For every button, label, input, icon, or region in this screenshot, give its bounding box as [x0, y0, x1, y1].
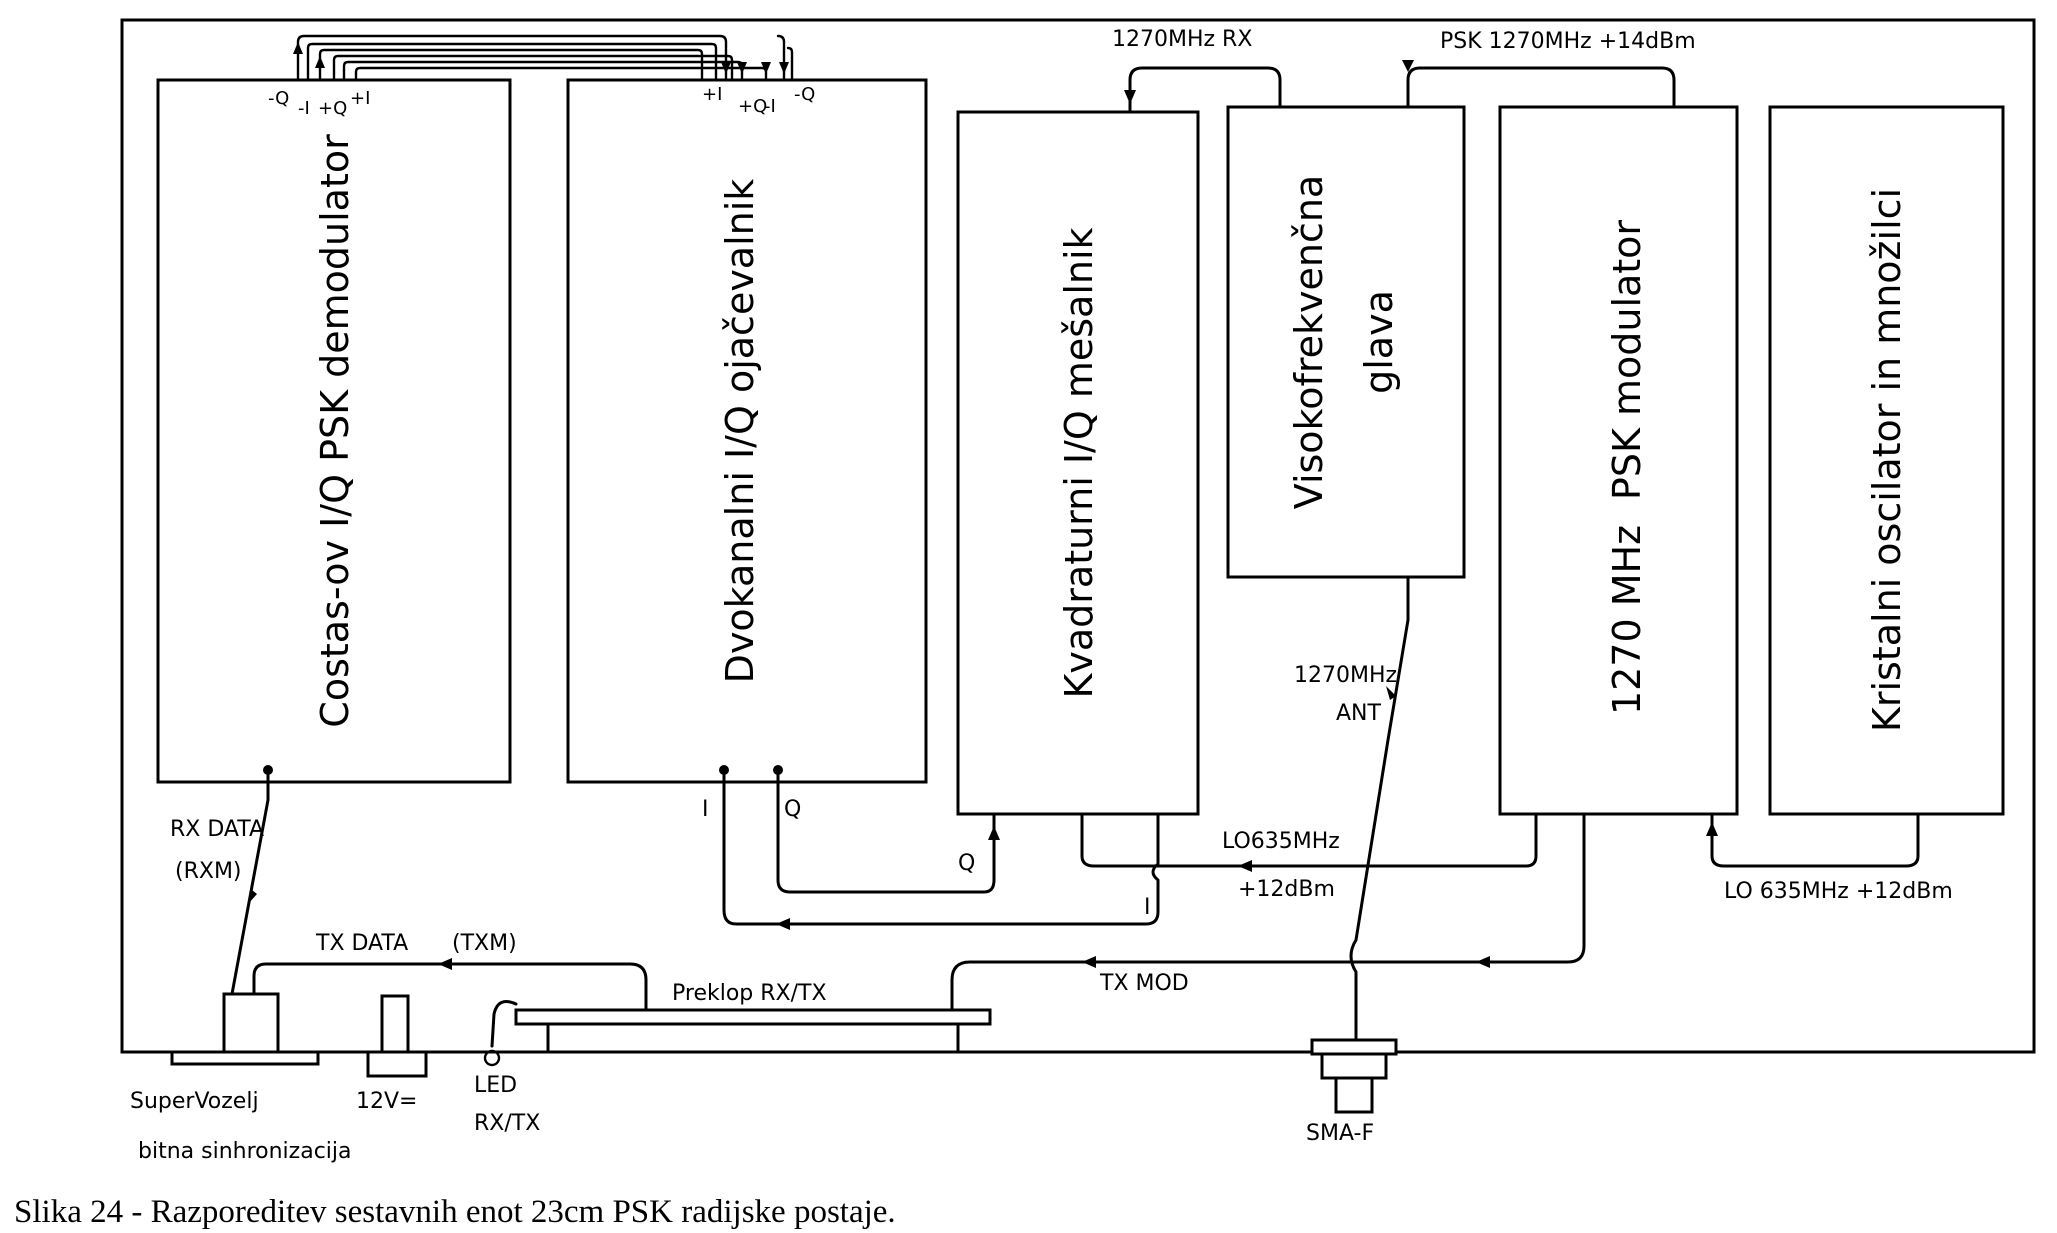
block-visokofrekvencna-glava: Visokofrekvenčna glava [1226, 105, 1466, 579]
preklop-switch-board: Preklop RX/TX [514, 981, 992, 1054]
psk1270-label: PSK 1270MHz +14dBm [1440, 29, 1696, 54]
iq-arrow-1 [721, 62, 731, 74]
kvad-q-label: Q [958, 851, 975, 876]
sma-f-connector: SMA-F [1306, 1038, 1398, 1146]
supervozelj-connector: SuperVozelj bitna sinhronizacija [130, 992, 352, 1164]
rx-data-line: RX DATA (RXM) [170, 765, 273, 996]
ant-label-1: 1270MHz [1294, 663, 1397, 688]
block-psk-mod-label-1: 1270 MHz [1605, 525, 1649, 715]
costas-pin-labels: -Q -I +Q +I [268, 88, 370, 119]
block-visoko-label-2: glava [1357, 290, 1401, 394]
lo-right-label: LO 635MHz +12dBm [1724, 879, 1953, 904]
supervozelj-label-1: SuperVozelj [130, 1089, 259, 1114]
dvokanalni-pin-labels: +I +Q -I -Q [702, 84, 815, 117]
block-dvokanalni-amplifier: Dvokanalni I/Q ojačevalnik [566, 78, 928, 784]
block-kristalni-label: Kristalni oscilator in množilci [1865, 188, 1909, 732]
block-kristalni-oscilator: Kristalni oscilator in množilci [1768, 105, 2005, 816]
dvo-pin-neg-q: -Q [794, 84, 815, 105]
rx-data-label-2: (RXM) [175, 859, 242, 884]
preklop-label: Preklop RX/TX [672, 981, 827, 1006]
supervozelj-label-2: bitna sinhronizacija [138, 1139, 352, 1164]
block-dvokanalni-label: Dvokanalni I/Q ojačevalnik [718, 179, 762, 684]
led-component: LED RX/TX [474, 1000, 540, 1136]
costas-pin-neg-q: -Q [268, 88, 289, 109]
iq-arrow-4 [779, 62, 789, 74]
block-costas-label: Costas-ov I/Q PSK demodulator [313, 134, 357, 728]
costas-pin-pos-i: +I [350, 88, 370, 109]
block-costas-demodulator: Costas-ov I/Q PSK demodulator [156, 78, 512, 784]
rx-data-label-1: RX DATA [170, 817, 264, 842]
dvo-out-q-label: Q [784, 797, 801, 822]
iq-arrow-6 [315, 56, 325, 68]
power-12v-connector: 12V= [356, 994, 428, 1114]
led-label-2: RX/TX [474, 1111, 540, 1136]
tx-data-line: TX DATA (TXM) [252, 931, 648, 1012]
iq-arrow-2 [737, 62, 747, 74]
dvo-pin-pos-i: +I [702, 84, 722, 105]
iq-arrow-3 [761, 62, 771, 74]
costas-pin-pos-q: +Q [318, 98, 347, 119]
block-psk-modulator: 1270 MHz PSK modulator [1498, 105, 1739, 816]
costas-pin-neg-i: -I [298, 98, 310, 119]
figure-caption: Slika 24 - Razporeditev sestavnih enot 2… [14, 1194, 896, 1230]
sma-label: SMA-F [1306, 1121, 1374, 1146]
lo-mid-label-1: LO635MHz [1222, 829, 1340, 854]
tx-mod-label: TX MOD [1099, 971, 1189, 996]
rx1270-link: 1270MHz RX [1112, 27, 1282, 114]
iq-arrow-5 [293, 42, 303, 54]
dvo-pin-pos-q: +Q [738, 96, 767, 117]
antenna-feed: 1270MHz ANT [1294, 575, 1410, 1042]
psk1270-link: PSK 1270MHz +14dBm [1402, 29, 1696, 109]
dvo-out-i-label: I [702, 797, 709, 822]
block-kvadraturni-label: Kvadraturni I/Q mešalnik [1057, 227, 1101, 698]
led-label-1: LED [474, 1073, 517, 1098]
tx-data-label: TX DATA [315, 931, 408, 956]
iq-crossover-wires [293, 34, 794, 82]
block-psk-mod-label-2: PSK modulator [1605, 220, 1649, 500]
tx-mod-line: TX MOD [950, 812, 1586, 1012]
block-visoko-label-1: Visokofrekvenčna [1287, 175, 1331, 509]
lo635-right-link: LO 635MHz +12dBm [1706, 812, 1953, 904]
dvo-pin-neg-i: -I [764, 96, 776, 117]
kvad-i-label: I [1144, 895, 1151, 920]
v12-label: 12V= [356, 1089, 417, 1114]
ant-label-2: ANT [1336, 701, 1382, 726]
lo635-mid-link: LO635MHz +12dBm [1080, 812, 1538, 902]
rx1270-label: 1270MHz RX [1112, 27, 1252, 52]
block-kvadraturni-mixer: Kvadraturni I/Q mešalnik [956, 110, 1200, 816]
dvo-iq-outputs: I Q Q I [702, 765, 1160, 930]
lo-mid-label-2: +12dBm [1238, 877, 1335, 902]
txm-label: (TXM) [452, 931, 517, 956]
